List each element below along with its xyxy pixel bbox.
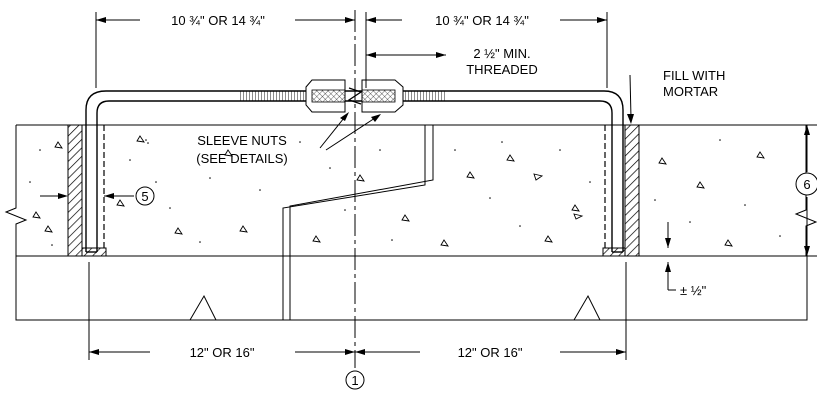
base-layer [15, 256, 808, 321]
fill-mortar-label-line1: FILL WITH [663, 68, 725, 83]
top-dimensions [95, 12, 608, 88]
bottom-dimensions [88, 262, 627, 360]
top-right-dimension-label: 10 ¾" OR 14 ¾" [435, 13, 529, 28]
slab-height-dimension [640, 124, 817, 257]
bottom-right-dimension-label: 12" OR 16" [458, 345, 523, 360]
threaded-sections [240, 91, 447, 101]
callout-6: 6 [795, 172, 817, 196]
bottom-left-dimension-label: 12" OR 16" [190, 345, 255, 360]
callout-1-text: 1 [351, 373, 358, 388]
sleeve-nuts-label-line1: SLEEVE NUTS [197, 133, 287, 148]
fill-mortar-label-line2: MORTAR [663, 84, 718, 99]
sleeve-nuts-label-line2: (SEE DETAILS) [196, 151, 288, 166]
callout-6-text: 6 [803, 177, 810, 192]
callout-1: 1 [345, 370, 365, 390]
concrete-slab [4, 124, 817, 257]
slab-joint [282, 125, 434, 320]
callout-5-text: 5 [141, 189, 148, 204]
leader-lines [40, 74, 634, 199]
mortar-pockets [67, 124, 640, 257]
tolerance-dimension [665, 222, 676, 291]
aggregate-marks [32, 135, 765, 247]
callout-5: 5 [135, 186, 155, 206]
threaded-label-line2: THREADED [466, 62, 538, 77]
aggregate-dots [29, 139, 781, 246]
top-left-dimension-label: 10 ¾" OR 14 ¾" [171, 13, 265, 28]
centerline [347, 10, 363, 368]
sleeve-nuts [305, 79, 404, 113]
tolerance-label: ± ½" [680, 283, 707, 298]
threaded-label-line1: 2 ½" MIN. [473, 46, 530, 61]
